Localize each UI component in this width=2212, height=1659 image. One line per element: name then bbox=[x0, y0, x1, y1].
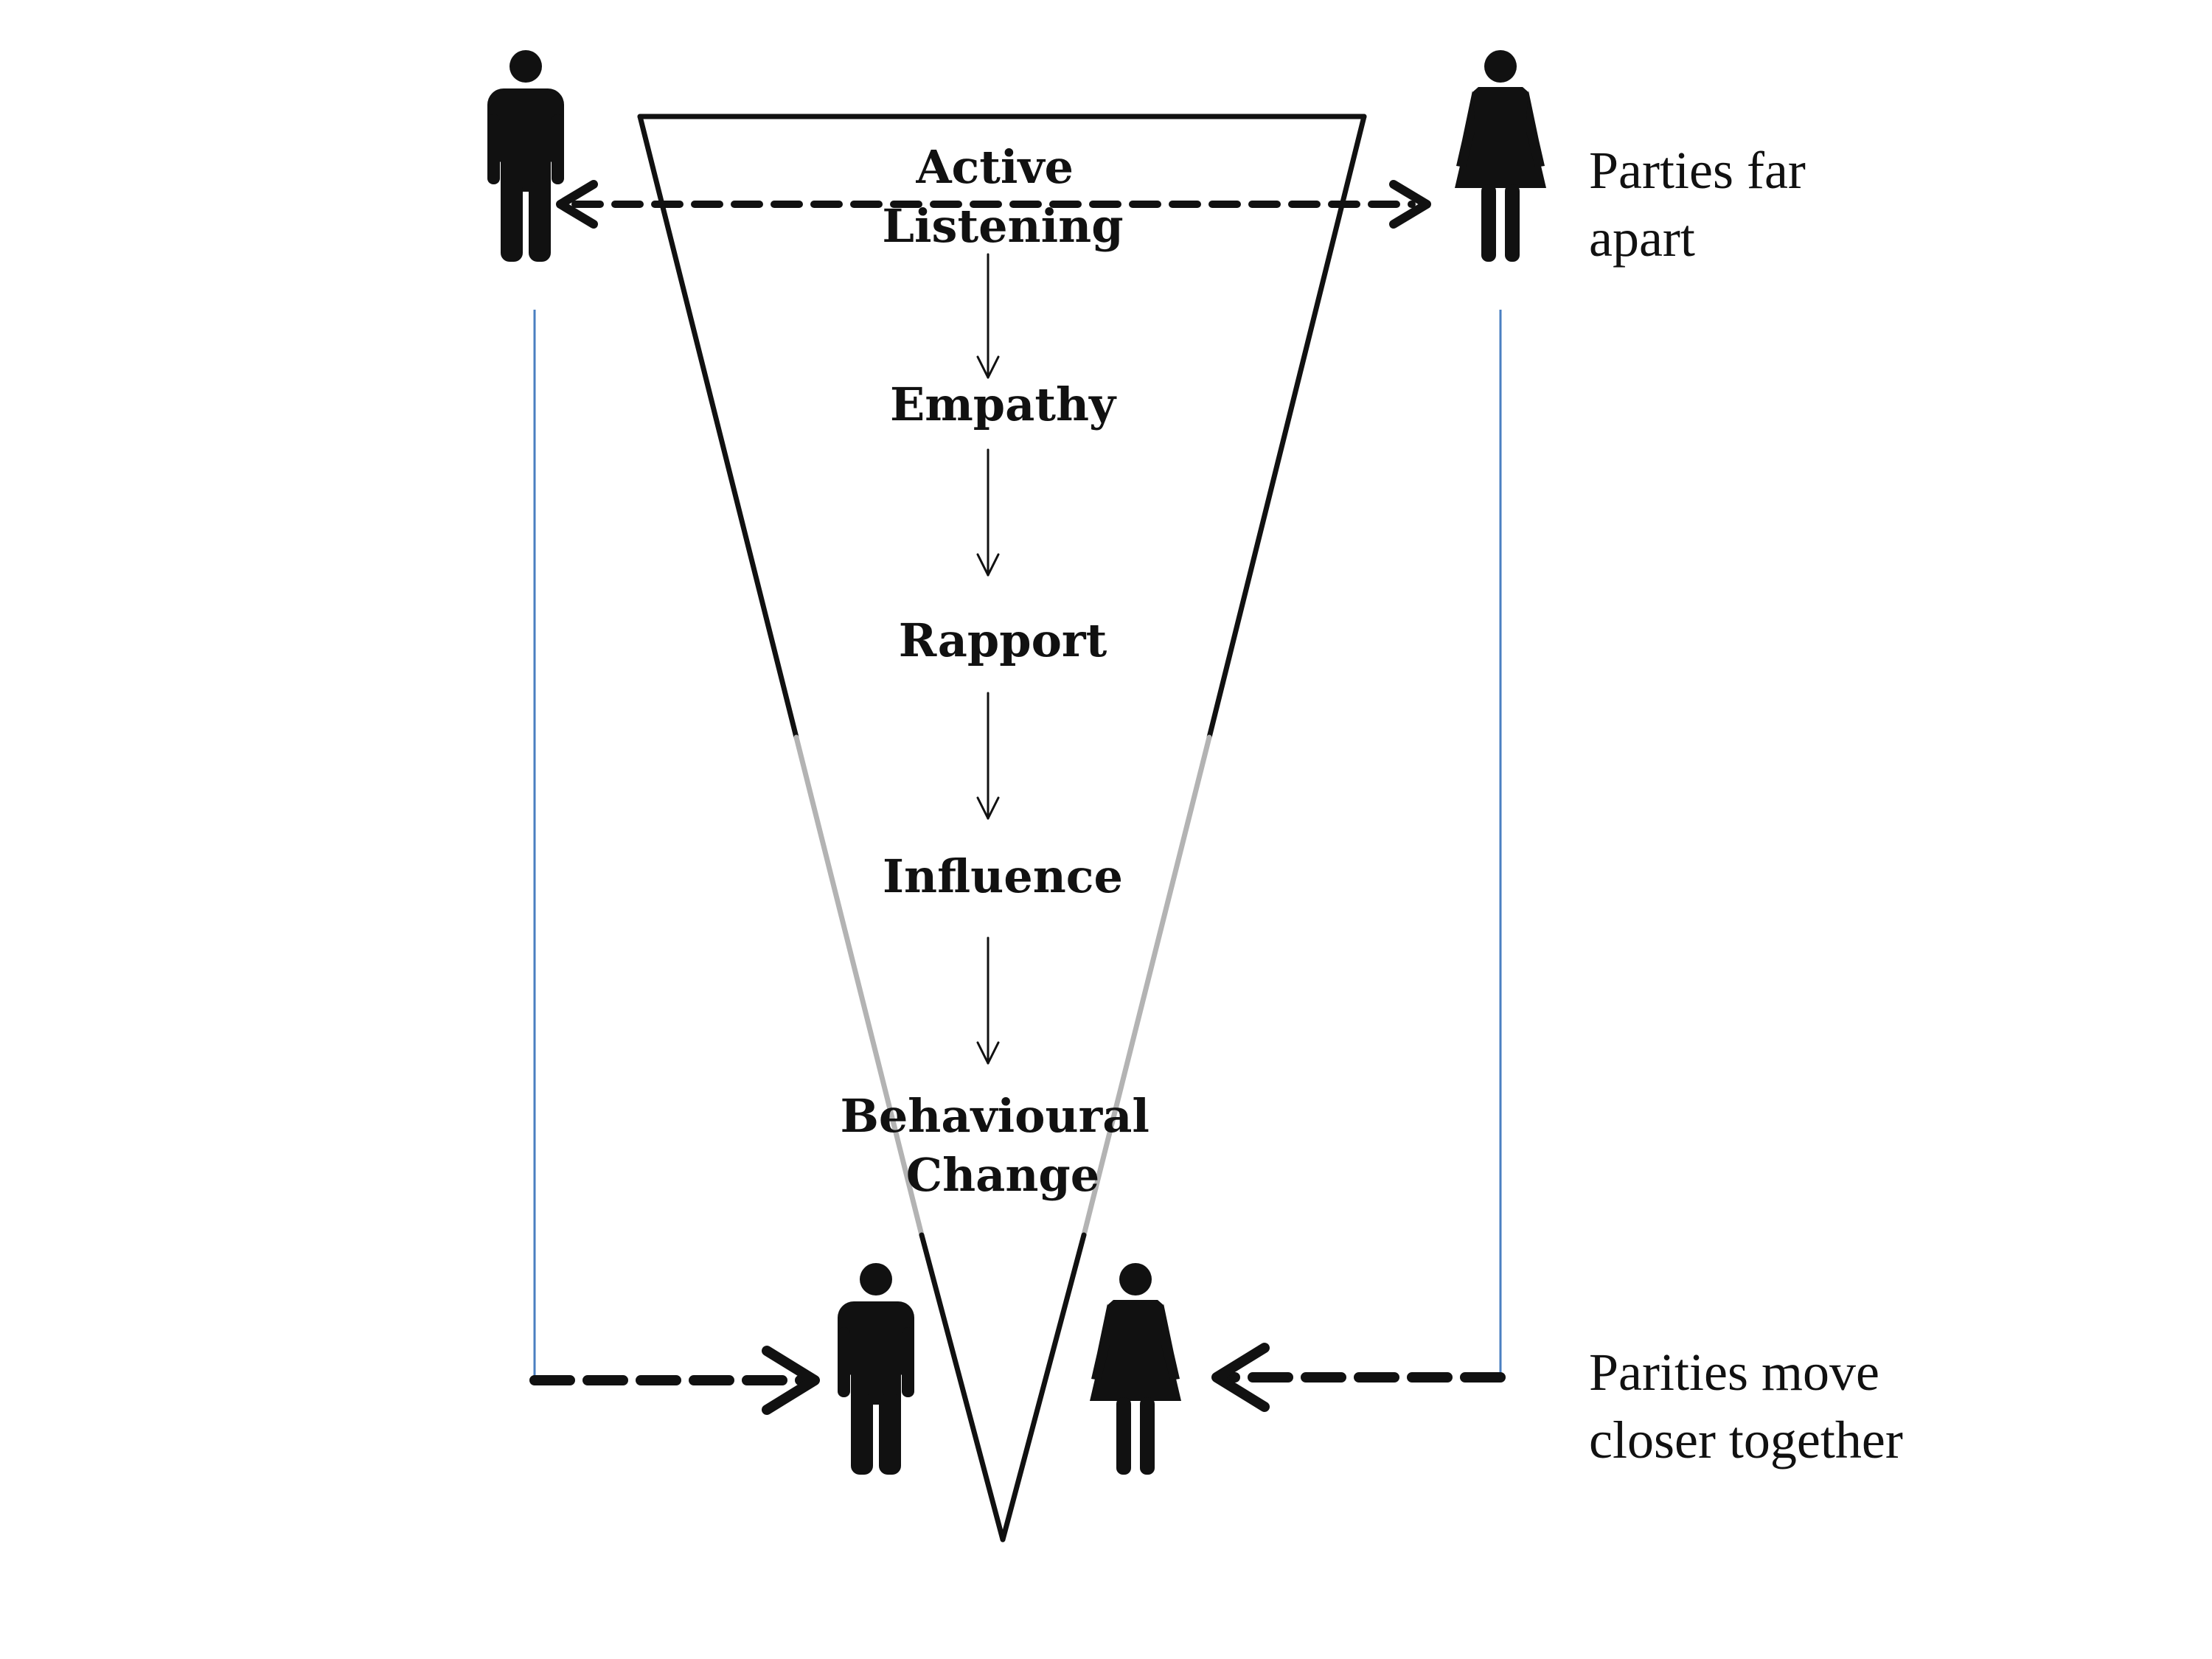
stage-active-listening: Active Listening bbox=[882, 140, 1123, 253]
label-top-line-1: Parties far bbox=[1589, 141, 1806, 200]
funnel-left-edge-upper bbox=[637, 114, 799, 740]
far-apart-double-arrow bbox=[556, 180, 1431, 229]
arrow-rapport-to-influence bbox=[976, 692, 1000, 820]
stage-influence: Influence bbox=[883, 849, 1123, 903]
stage-behavioural-change-line-1: Behavioural bbox=[840, 1089, 1150, 1143]
funnel-right-edge-upper bbox=[1206, 114, 1367, 740]
label-parties-move-closer: Parities move closer together bbox=[1589, 1343, 1903, 1470]
stage-rapport: Rapport bbox=[899, 613, 1107, 667]
stage-active-listening-line-2: Listening bbox=[882, 199, 1123, 253]
funnel-right-edge-lower bbox=[1000, 1232, 1087, 1543]
woman-icon bbox=[1455, 50, 1546, 262]
arrow-influence-to-change bbox=[976, 936, 1000, 1065]
label-parties-far-apart: Parties far apart bbox=[1589, 141, 1806, 268]
right-approach-arrow bbox=[1211, 1343, 1506, 1412]
left-approach-arrow bbox=[529, 1346, 820, 1415]
stage-behavioural-change: Behavioural Change bbox=[840, 1089, 1165, 1202]
funnel-left-edge-faded bbox=[793, 734, 925, 1238]
funnel-left-edge-lower bbox=[919, 1232, 1006, 1543]
label-top-line-2: apart bbox=[1589, 209, 1695, 268]
label-bottom-line-2: closer together bbox=[1589, 1411, 1903, 1470]
woman-icon bbox=[1090, 1263, 1181, 1475]
stage-active-listening-line-1: Active bbox=[915, 140, 1074, 194]
stage-arrows bbox=[976, 253, 1000, 1065]
label-bottom-line-1: Parities move bbox=[1589, 1343, 1879, 1402]
arrow-listening-to-empathy bbox=[976, 253, 1000, 379]
funnel-triangle bbox=[637, 114, 1367, 1543]
funnel-right-edge-faded bbox=[1081, 734, 1212, 1238]
arrow-empathy-to-rapport bbox=[976, 448, 1000, 577]
funnel-stages: Active Listening Empathy Rapport Influen… bbox=[840, 140, 1165, 1202]
stage-empathy: Empathy bbox=[890, 378, 1117, 431]
stage-behavioural-change-line-2: Change bbox=[906, 1148, 1099, 1202]
man-icon bbox=[838, 1263, 914, 1475]
man-icon bbox=[487, 50, 564, 262]
